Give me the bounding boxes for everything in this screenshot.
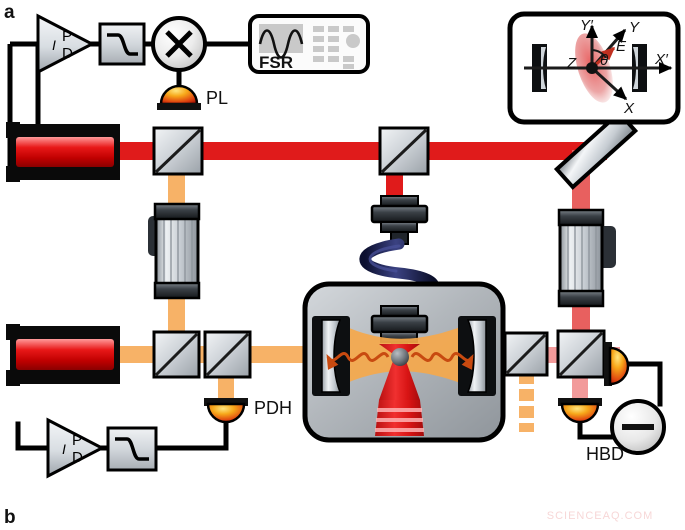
panel-label-b: b (4, 507, 16, 528)
wire-pid-bottom-to-laser2 (15, 421, 51, 451)
motion-wave-left (326, 352, 390, 370)
inset-label-x: X (623, 100, 635, 117)
laser-bottom-gain-medium (16, 339, 114, 370)
beam-splitter-output-left[interactable] (503, 331, 549, 377)
fsr-label: FSR (259, 53, 293, 72)
inset-origin (586, 62, 598, 74)
photodiode-hbd-bottom[interactable] (558, 398, 602, 424)
beam-splitter-top-center[interactable] (378, 126, 430, 176)
lowpass-bottom-curve-icon (115, 437, 149, 461)
beam-red-top-horizontal (95, 142, 607, 160)
inset-label-theta: θ (600, 52, 608, 69)
pl-label: PL (206, 88, 228, 108)
modulator-right (557, 208, 616, 308)
laser-top-gain-medium (16, 137, 114, 167)
pid-controller-top[interactable]: I P D (36, 13, 96, 75)
watermark: SCIENCEAQ.COM (547, 510, 654, 522)
cavity-mirror-right (458, 316, 496, 396)
lowpass-filter-top[interactable] (98, 22, 146, 66)
wire-pdh-to-lpf (153, 415, 229, 451)
hbd-label: HBD (586, 444, 624, 464)
fsr-screen (259, 24, 303, 53)
piezo-chamber (370, 305, 429, 344)
photodiode-pl[interactable] (157, 84, 201, 110)
piezo-top (370, 195, 429, 245)
lowpass-top-curve-icon (107, 33, 138, 56)
fsr-waveform-icon (258, 29, 304, 59)
minus-icon (622, 424, 654, 430)
inset-label-z: Z (566, 55, 577, 72)
pid-controller-bottom[interactable]: I P D (46, 417, 106, 479)
modulator-left (148, 202, 201, 300)
cavity-inset: Y′ Y E Z θ X X′ (507, 11, 681, 125)
inset-axis-x (590, 66, 628, 101)
beam-splitter-pdh-left[interactable] (152, 330, 201, 379)
trap-beam-fringes (375, 408, 424, 432)
beam-orange-dashed (519, 372, 534, 432)
inset-label-y: Y (629, 19, 640, 36)
inset-label-e: E (616, 38, 627, 55)
photodiode-hbd-top[interactable] (604, 342, 630, 386)
pdh-label: PDH (254, 398, 292, 418)
lowpass-filter-bottom[interactable] (106, 426, 158, 472)
trapping-beam (375, 344, 424, 436)
beam-splitter-pdh-right[interactable] (203, 330, 252, 379)
inset-label-yprime: Y′ (580, 17, 594, 34)
laser-bottom (6, 324, 120, 386)
motion-wave-right (410, 352, 474, 370)
fsr-knob[interactable] (346, 34, 360, 48)
rf-mixer[interactable] (151, 16, 207, 72)
pid-top-letter-d: D (62, 45, 73, 62)
wire-hbd-top-pd (628, 361, 663, 407)
inset-label-xprime: X′ (654, 51, 669, 68)
pid-top-letter-p: P (62, 28, 72, 45)
fsr-button-grid[interactable] (313, 26, 354, 69)
photodiode-pdh[interactable] (204, 398, 248, 424)
pid-bottom-letter-i: I (62, 441, 66, 457)
pid-bottom-letter-p: P (72, 432, 82, 449)
pid-bottom-letter-d: D (72, 449, 83, 466)
beam-splitter-laser1[interactable] (152, 126, 204, 176)
cavity-mirror-left (312, 316, 350, 396)
beam-splitter-hbd[interactable] (556, 329, 606, 379)
inset-theta-arc (591, 49, 607, 59)
mixer-cross-icon (165, 30, 193, 58)
fsr-instrument[interactable]: FSR (248, 14, 370, 74)
panel-label-a: a (4, 2, 15, 23)
spring-highlight (368, 244, 401, 273)
difference-amplifier[interactable] (610, 399, 666, 455)
wire-hbd-bottom-pd (577, 415, 616, 440)
levitated-particle (391, 348, 409, 366)
laser-top (6, 122, 120, 182)
pid-top-letter-i: I (52, 37, 56, 53)
